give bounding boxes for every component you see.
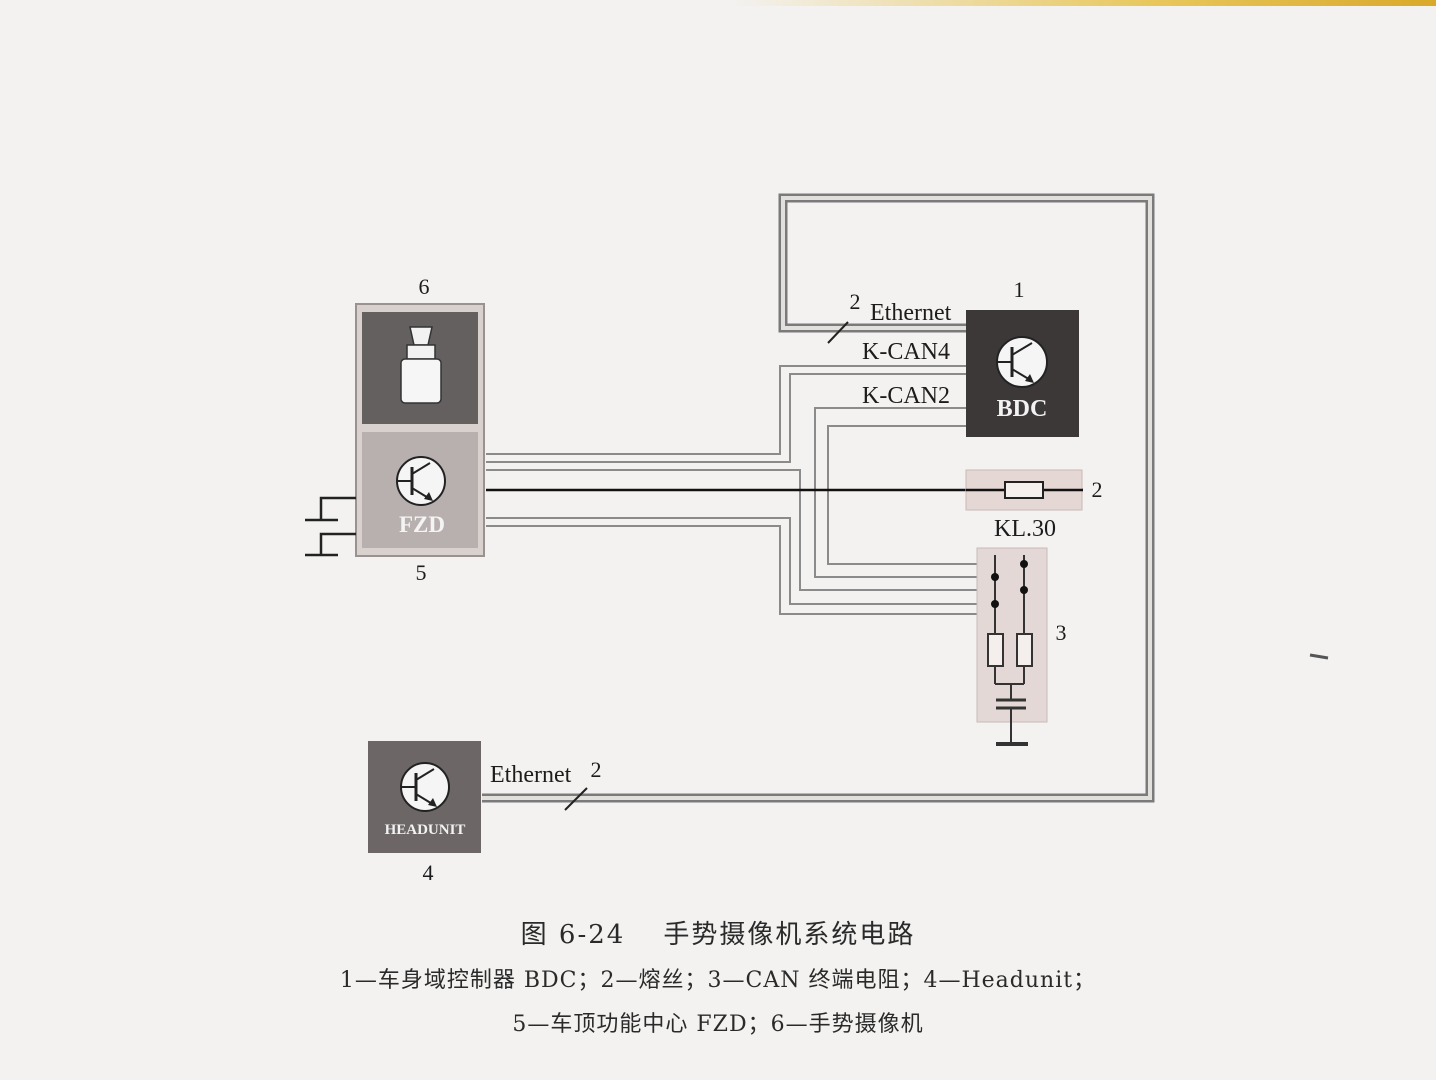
callout-bdc: 1 (1014, 277, 1025, 302)
callout-fuse: 2 (1092, 477, 1103, 502)
junction-dots (991, 560, 1028, 608)
fzd-ground-symbols (305, 496, 356, 557)
circuit-diagram: BDC FZD HEADUNIT Ethernet Ethernet K-CAN… (305, 193, 1329, 885)
callout-headunit: 4 (423, 860, 434, 885)
can-resistor-wires (987, 555, 1033, 746)
ethernet-loop-wire (482, 193, 1155, 803)
figure-legend-line-1: 1—车身域控制器 BDC；2—熔丝；3—CAN 终端电阻；4—Headunit； (339, 968, 1097, 993)
callout-resistor: 3 (1056, 620, 1067, 645)
headunit-transistor-icon (400, 762, 450, 812)
bdc-transistor-icon (996, 336, 1048, 388)
fuse-symbol (1004, 481, 1044, 499)
kcan-wires (486, 365, 1046, 615)
page-speck (1309, 653, 1329, 660)
callout-camera: 6 (419, 274, 430, 299)
bdc-label: BDC (997, 396, 1048, 422)
fzd-transistor-icon (396, 456, 446, 506)
ethernet-bottom-slash (564, 787, 588, 811)
figure-caption-title: 图 6-24 手势摄像机系统电路 (0, 914, 1436, 951)
page-edge-strip (730, 0, 1436, 6)
ethernet-bottom-label: Ethernet (490, 762, 572, 788)
fzd-label: FZD (399, 512, 445, 537)
camera-icon (400, 326, 442, 404)
kl30-label: KL.30 (994, 516, 1056, 542)
kcan2-label: K-CAN2 (862, 383, 950, 409)
callout-ethernet-bottom: 2 (591, 757, 602, 782)
callout-fzd: 5 (416, 560, 427, 585)
ethernet-top-slash (827, 321, 849, 344)
figure-title: 手势摄像机系统电路 (663, 920, 916, 950)
callout-ethernet-top: 2 (850, 289, 861, 314)
ethernet-top-label: Ethernet (870, 300, 952, 326)
headunit-label: HEADUNIT (385, 822, 466, 838)
figure-number: 图 6-24 (520, 920, 626, 950)
kcan4-label: K-CAN4 (862, 339, 950, 365)
figure-legend-line-2: 5—车顶功能中心 FZD；6—手势摄像机 (512, 1012, 924, 1037)
